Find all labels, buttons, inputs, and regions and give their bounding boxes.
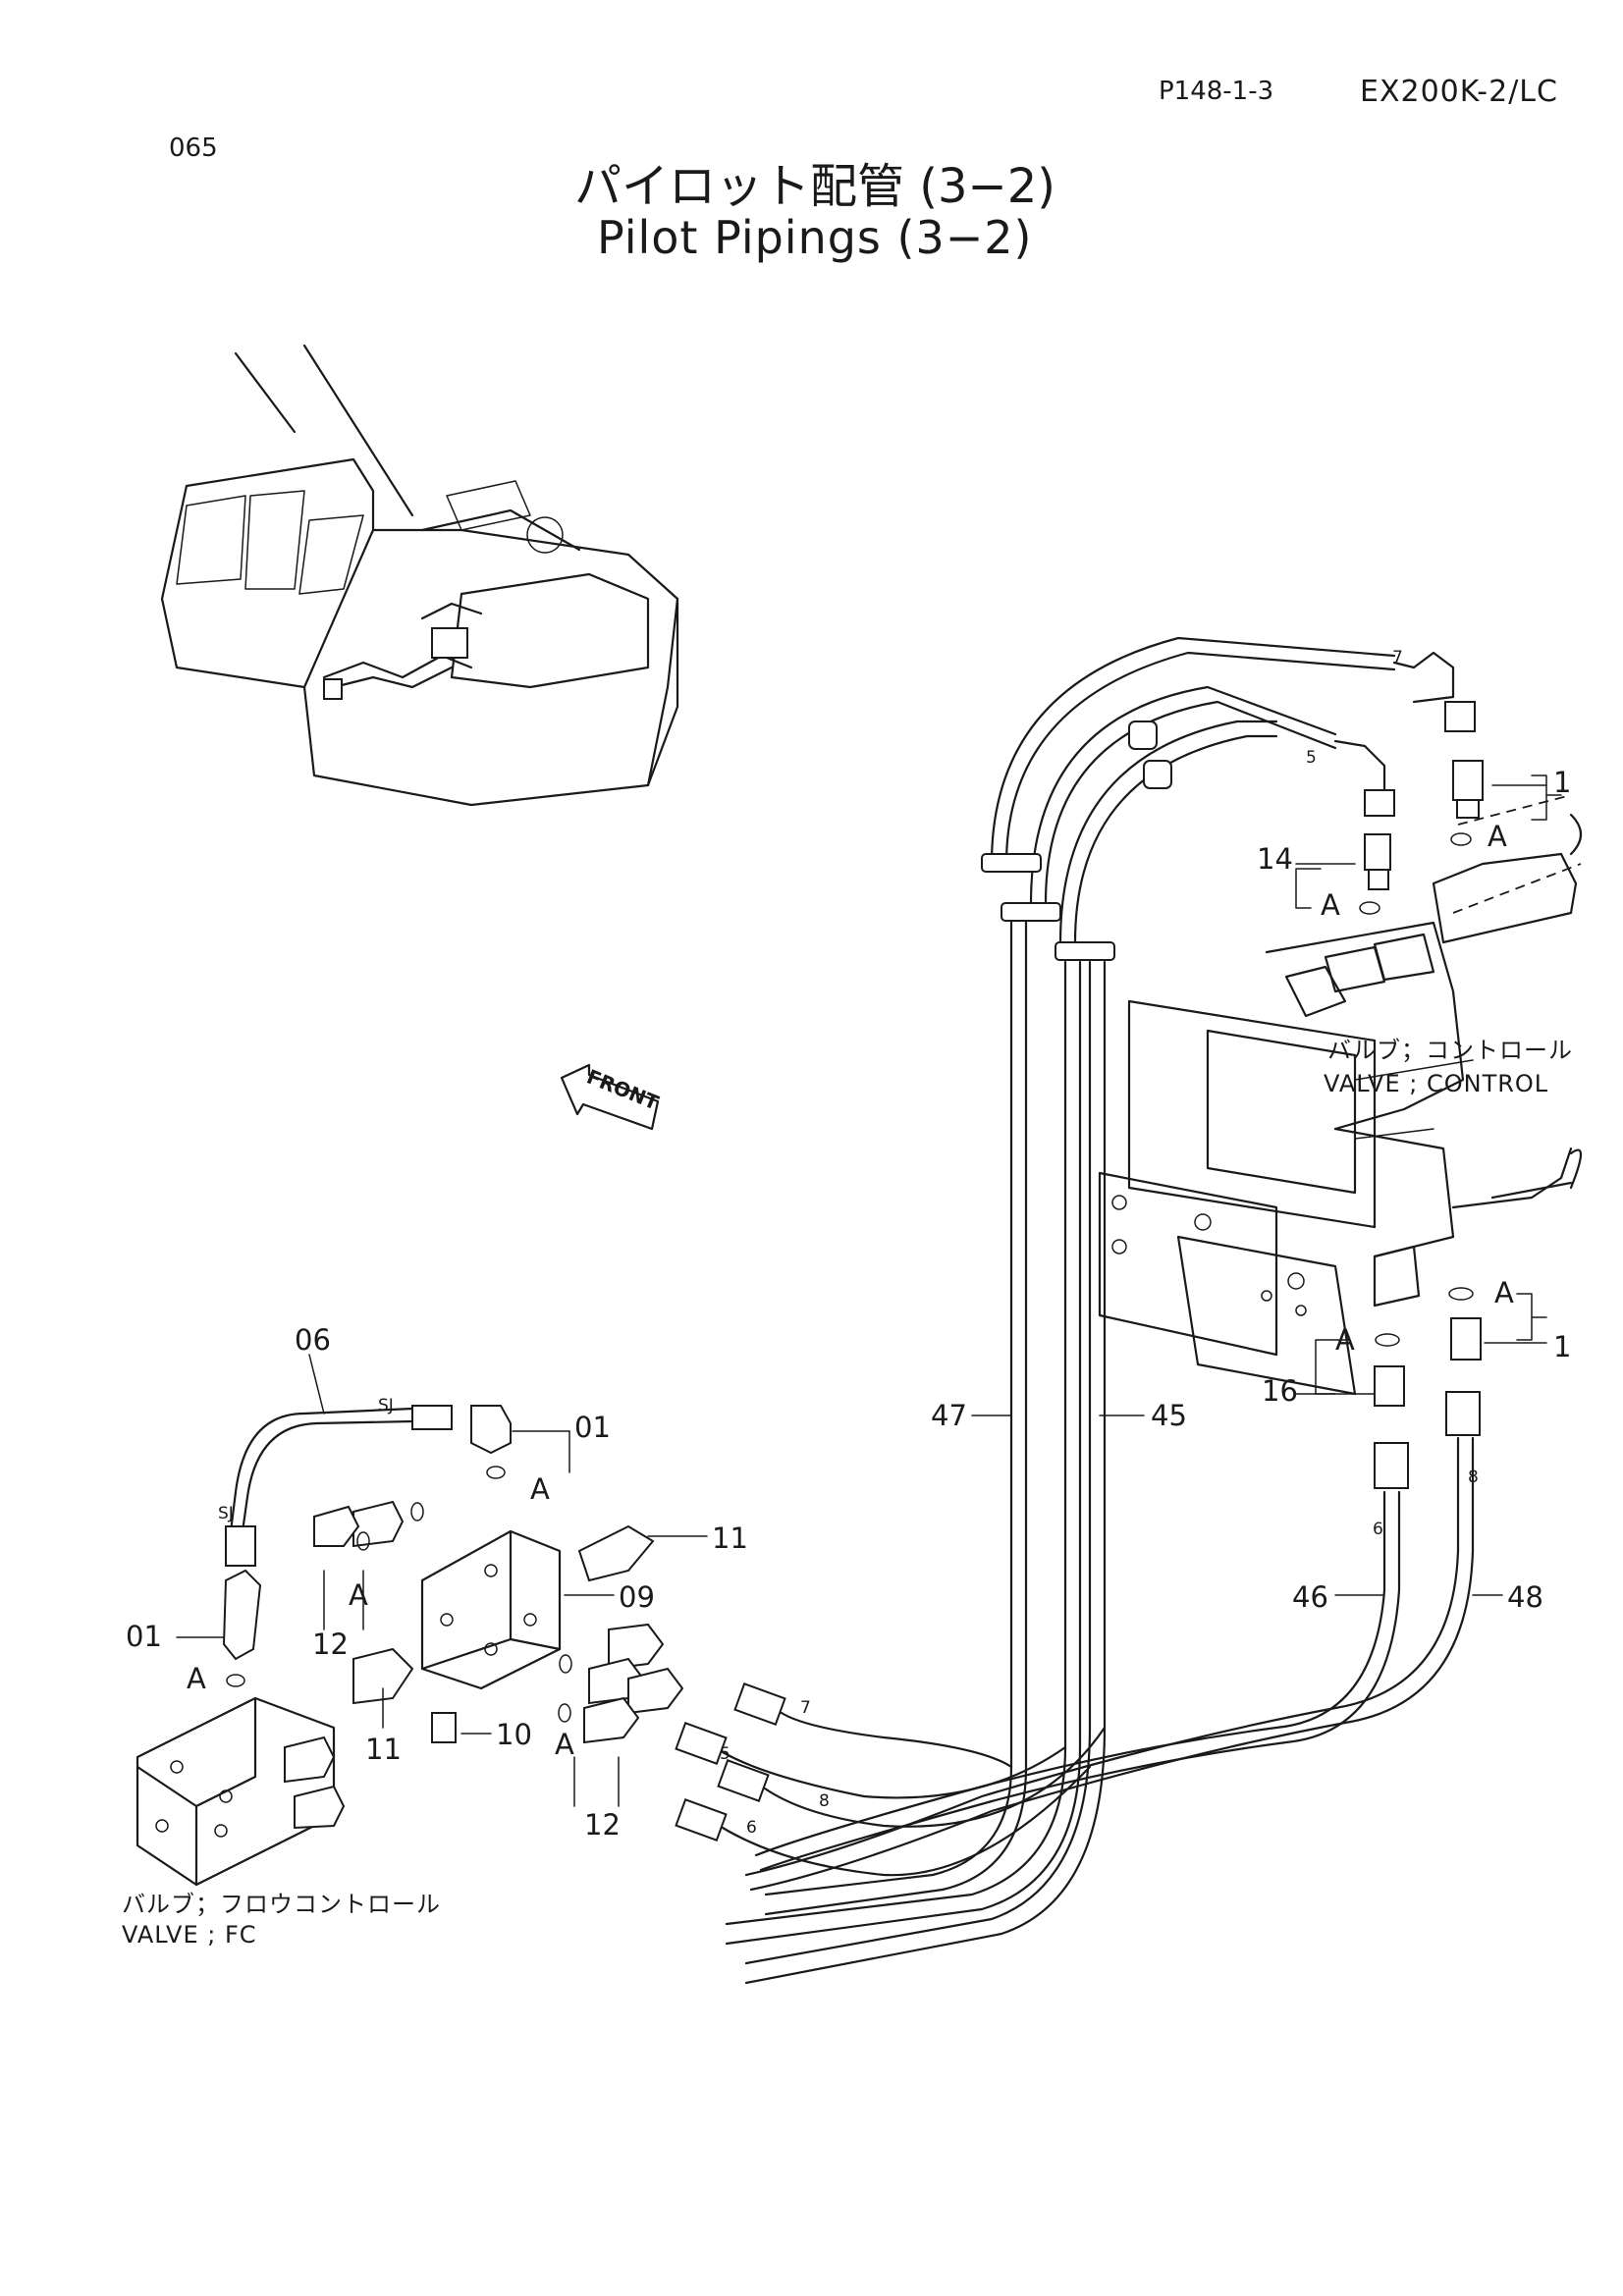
callout-part-45: 45: [1151, 1399, 1187, 1432]
fc-valve-label-ja: バルブ；フロウコントロール: [122, 1891, 441, 1918]
marker-hose-8-bottom: 8: [819, 1791, 830, 1811]
marker-hose-5-bottom: 5: [720, 1744, 730, 1764]
control-valve-label-en: VALVE ; CONTROL: [1324, 1070, 1549, 1097]
callout-part-09: 09: [619, 1580, 655, 1614]
marker-sj-left: SJ: [218, 1504, 234, 1523]
callout-part-48: 48: [1507, 1580, 1543, 1614]
marker-hose-6-mid: 6: [1373, 1520, 1383, 1539]
marker-hose-6-bottom: 6: [746, 1818, 757, 1838]
front-arrow-icon: [560, 1063, 660, 1131]
marker-hose-5-top: 5: [1306, 748, 1317, 768]
callout-part-01-top: 01: [574, 1411, 611, 1444]
callout-a-top-right: A: [1488, 820, 1507, 853]
callout-part-11-lower: 11: [365, 1733, 402, 1766]
marker-sj-top: SJ: [378, 1396, 394, 1415]
callout-a-lower-16: A: [1335, 1323, 1355, 1357]
page-number: 065: [169, 133, 218, 163]
callout-part-06: 06: [295, 1323, 331, 1357]
callout-part-11-right: 11: [712, 1522, 748, 1555]
marker-hose-8-mid: 8: [1468, 1468, 1479, 1487]
callout-part-1-lower: 1: [1553, 1330, 1572, 1363]
callout-part-1-top: 1: [1553, 766, 1572, 799]
marker-hose-7-top: 7: [1392, 648, 1403, 667]
fc-valve-label-en: VALVE ; FC: [122, 1921, 257, 1949]
lower-right-fittings: [744, 1287, 1547, 1892]
excavator-overview: [160, 344, 679, 807]
title-english: Pilot Pipings (3−2): [597, 211, 1033, 264]
model-name: EX200K-2/LC: [1360, 75, 1558, 109]
callout-part-12-right: 12: [584, 1808, 621, 1842]
callout-a-01-top: A: [530, 1472, 550, 1506]
callout-a-lower-right: A: [1494, 1276, 1514, 1309]
control-valve-body: [1098, 794, 1583, 1396]
leader-lines: [176, 784, 1547, 1807]
callout-part-10: 10: [496, 1718, 532, 1751]
callout-a-top-14: A: [1321, 888, 1340, 922]
callout-part-46: 46: [1292, 1580, 1328, 1614]
title-japanese: パイロット配管 (3−2): [574, 159, 1056, 214]
control-valve-label-ja: バルブ；コントロール: [1327, 1037, 1573, 1064]
callout-a-12-left: A: [349, 1578, 368, 1612]
lower-hose-ends: [675, 1682, 1107, 1877]
callout-part-16: 16: [1262, 1374, 1298, 1408]
callout-part-12-left: 12: [312, 1628, 349, 1661]
callout-part-14: 14: [1257, 842, 1293, 876]
page-code: P148-1-3: [1159, 77, 1274, 106]
callout-a-12-right: A: [555, 1728, 574, 1761]
flow-control-assembly: [135, 1405, 684, 1887]
upper-fittings: [1295, 760, 1562, 915]
marker-hose-7-bottom: 7: [800, 1698, 811, 1718]
callout-part-47: 47: [931, 1399, 967, 1432]
callout-a-01-left: A: [187, 1662, 206, 1695]
callout-part-01-left: 01: [126, 1620, 162, 1653]
